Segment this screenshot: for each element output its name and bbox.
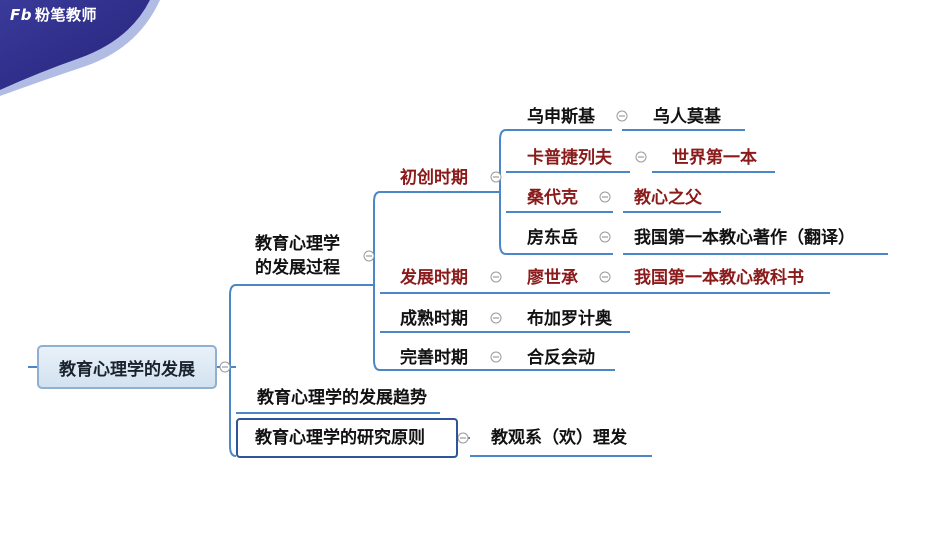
node-note-liao-shicheng[interactable]: 我国第一本教心教科书 [634,268,804,288]
node-note-ushinsky[interactable]: 乌人莫基 [653,107,721,127]
node-note-thorndike[interactable]: 教心之父 [634,188,702,208]
node-person-ushinsky[interactable]: 乌申斯基 [527,107,595,127]
node-principle-mnemonic[interactable]: 教观系（欢）理发 [491,428,627,448]
node-person-fang-dongyue[interactable]: 房东岳 [527,228,578,248]
process-label-line2: 的发展过程 [255,258,340,278]
node-note-fang-dongyue[interactable]: 我国第一本教心著作（翻译） [634,228,855,248]
root-label: 教育心理学的发展 [59,359,195,380]
node-development-process[interactable]: 教育心理学 的发展过程 [255,232,340,280]
node-person-thorndike[interactable]: 桑代克 [527,188,578,208]
selected-node-frame[interactable] [236,418,458,458]
node-person-kapterev[interactable]: 卡普捷列夫 [527,148,612,168]
node-stage-mature[interactable]: 成熟时期 [400,309,468,329]
logo-banner [0,0,150,90]
logo-banner-accent [0,0,160,96]
people-trunk-line [499,129,507,255]
node-mature-people[interactable]: 布加罗计奥 [527,309,612,329]
logo-mark: Fb [10,6,32,24]
node-research-principle[interactable]: 教育心理学的研究原则 [255,428,425,448]
node-person-liao-shicheng[interactable]: 廖世承 [527,268,578,288]
stages-trunk-line [373,191,381,371]
node-perfecting-people[interactable]: 合反会动 [527,348,595,368]
node-stage-development[interactable]: 发展时期 [400,268,468,288]
node-development-trend[interactable]: 教育心理学的发展趋势 [257,388,427,408]
node-note-kapterev[interactable]: 世界第一本 [672,148,757,168]
node-stage-perfecting[interactable]: 完善时期 [400,348,468,368]
process-label-line1: 教育心理学 [255,234,340,254]
root-node[interactable]: 教育心理学的发展 [37,345,217,389]
level1-trunk-line [229,284,237,457]
node-stage-founding[interactable]: 初创时期 [400,168,468,188]
brand-name: 粉笔教师 [34,6,97,24]
